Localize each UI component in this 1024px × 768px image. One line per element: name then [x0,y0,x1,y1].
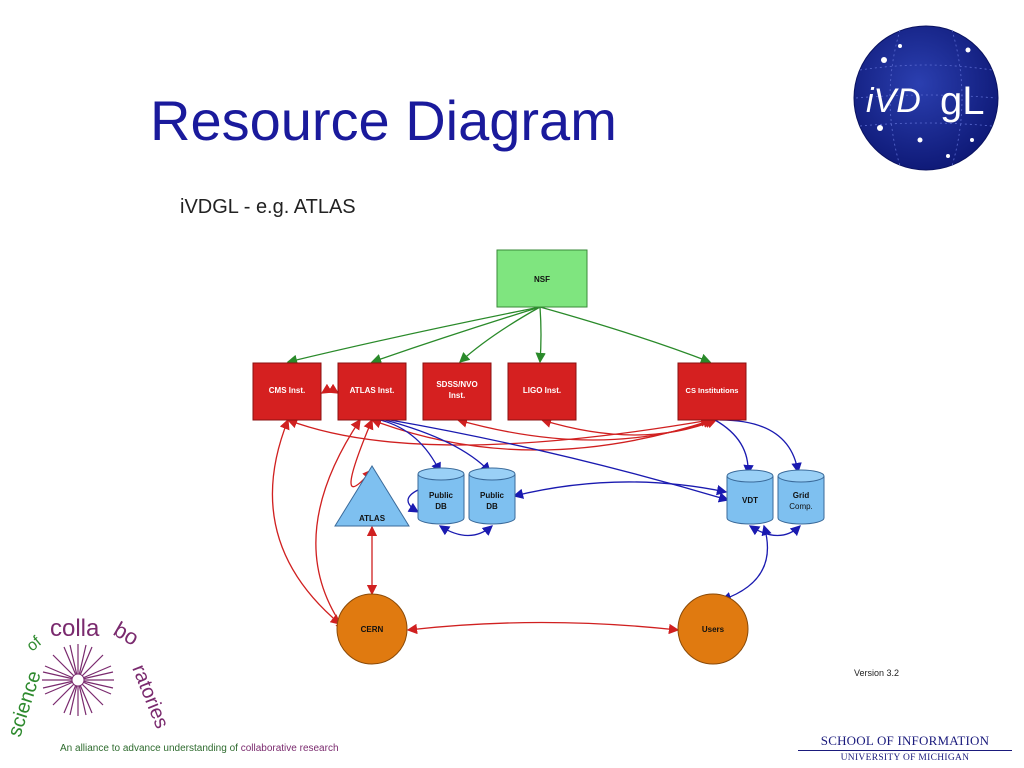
cms-inst-node: CMS Inst. [252,362,322,421]
sdss-nvo-label-line1: SDSS/NVO [436,380,477,389]
school-of-information-logo: SCHOOL OF INFORMATION UNIVERSITY OF MICH… [798,733,1012,763]
grid-comp-label-line1: Grid [793,491,810,500]
atlas-inst-node: ATLAS Inst. [337,362,407,421]
grid-comp-label-line2: Comp. [789,502,813,511]
cms-inst-label: CMS Inst. [269,386,305,395]
atlas-label: ATLAS [359,514,386,523]
public-db-2-label-line1: Public [480,491,505,500]
public-db-1-label-line1: Public [429,491,454,500]
public-db-node-1: Public DB [417,467,465,525]
sdss-nvo-inst-node: SDSS/NVO Inst. [422,362,492,421]
public-db-1-label-line2: DB [435,502,447,511]
diagram-subtitle: iVDGL - e.g. ATLAS [180,196,356,218]
svg-text:ratories: ratories [127,662,172,732]
svg-text:science: science [4,668,46,739]
public-db-2-label-line2: DB [486,502,498,511]
logo-text-gl: gL [940,79,985,123]
cern-label: CERN [361,625,384,634]
tagline-accent: collaborative research [240,743,339,754]
public-db-node-2: Public DB [468,467,516,525]
users-label: Users [702,625,725,634]
ligo-inst-label: LIGO Inst. [523,386,561,395]
grid-comp-node: Grid Comp. [777,469,825,525]
version-label: Version 3.2 [854,668,900,678]
logo-text-ivd: iVD [866,82,921,120]
sdss-nvo-label-line2: Inst. [449,391,465,400]
alliance-tagline: An alliance to advance understanding of … [60,743,339,754]
svg-text:bo: bo [110,617,144,651]
atlas-inst-label: ATLAS Inst. [350,386,395,395]
vdt-node: VDT [726,469,774,525]
nsf-node: NSF [496,249,588,308]
users-node: Users [677,593,749,665]
svg-text:of: of [24,633,46,655]
cs-institutions-label: CS Institutions [686,386,739,395]
ivdgl-logo: iVD gL [853,25,999,171]
university-name: UNIVERSITY OF MICHIGAN [840,753,970,763]
svg-text:colla: colla [50,615,100,642]
nsf-label: NSF [534,275,550,284]
nsf-funding-arrows [286,306,712,365]
blue-relation-arrows [379,419,802,602]
science-of-collaboratories-logo: science of colla bo ratories [4,615,173,740]
school-name: SCHOOL OF INFORMATION [798,733,1012,751]
ligo-inst-node: LIGO Inst. [507,362,577,421]
cs-institutions-node: CS Institutions [677,362,747,421]
vdt-label: VDT [742,496,758,505]
cern-node: CERN [336,593,408,665]
atlas-triangle-node: ATLAS [334,465,410,527]
tagline-prefix: An alliance to advance understanding of [60,743,241,754]
slide-title: Resource Diagram [150,89,617,152]
